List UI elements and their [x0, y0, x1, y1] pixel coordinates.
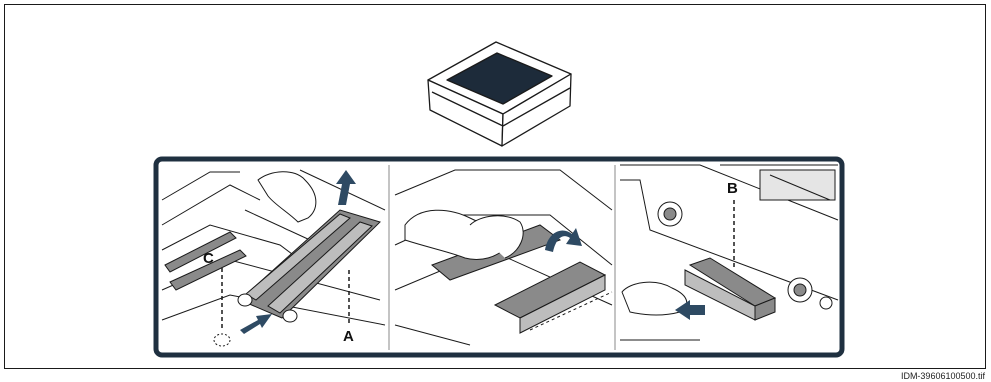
- file-id-label: IDM-39606100500.tif: [901, 371, 985, 381]
- callout-a: A: [343, 328, 354, 345]
- closed-box-icon: [428, 42, 571, 146]
- callout-b: B: [727, 180, 738, 197]
- callout-c: C: [203, 250, 214, 267]
